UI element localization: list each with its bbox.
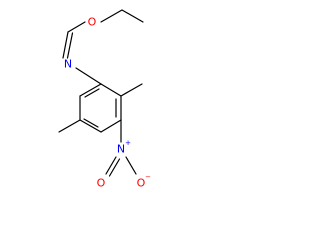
bond-methyl-meta bbox=[58, 119, 81, 133]
bond-methyl-ortho bbox=[120, 83, 143, 97]
atom-imine-nitrogen: N bbox=[64, 58, 72, 71]
bond-ch-n-double-a bbox=[62, 31, 69, 59]
bond-ch-n-double-b bbox=[66, 32, 74, 59]
bond-o-ch bbox=[67, 21, 86, 33]
atom-ether-oxygen: O bbox=[88, 16, 97, 29]
atom-nitro-oxygen-single: O bbox=[137, 177, 146, 190]
chemical-structure-diagram: O N N + O O − bbox=[58, 9, 151, 190]
ring-bond-3 bbox=[100, 119, 122, 133]
ring-bond-6 bbox=[79, 83, 102, 97]
ring-bond-4 bbox=[79, 119, 102, 133]
bond-nitro-o-double-b bbox=[108, 158, 121, 177]
bond-ch2-o bbox=[100, 9, 123, 23]
bond-nitro-o-double-a bbox=[105, 156, 117, 175]
bond-ch3-ch2 bbox=[121, 9, 144, 23]
atom-nitro-oxygen-double: O bbox=[97, 177, 106, 190]
ring-double-2 bbox=[83, 118, 99, 128]
charge-nitro-nitrogen: + bbox=[125, 139, 131, 147]
charge-nitro-oxygen: − bbox=[145, 173, 151, 181]
bond-nitro-o-single bbox=[125, 156, 137, 175]
bond-n-ring bbox=[75, 67, 102, 85]
atom-nitro-nitrogen: N bbox=[117, 143, 125, 156]
ring-double-3 bbox=[84, 88, 100, 98]
ring-bond-1 bbox=[100, 83, 122, 97]
